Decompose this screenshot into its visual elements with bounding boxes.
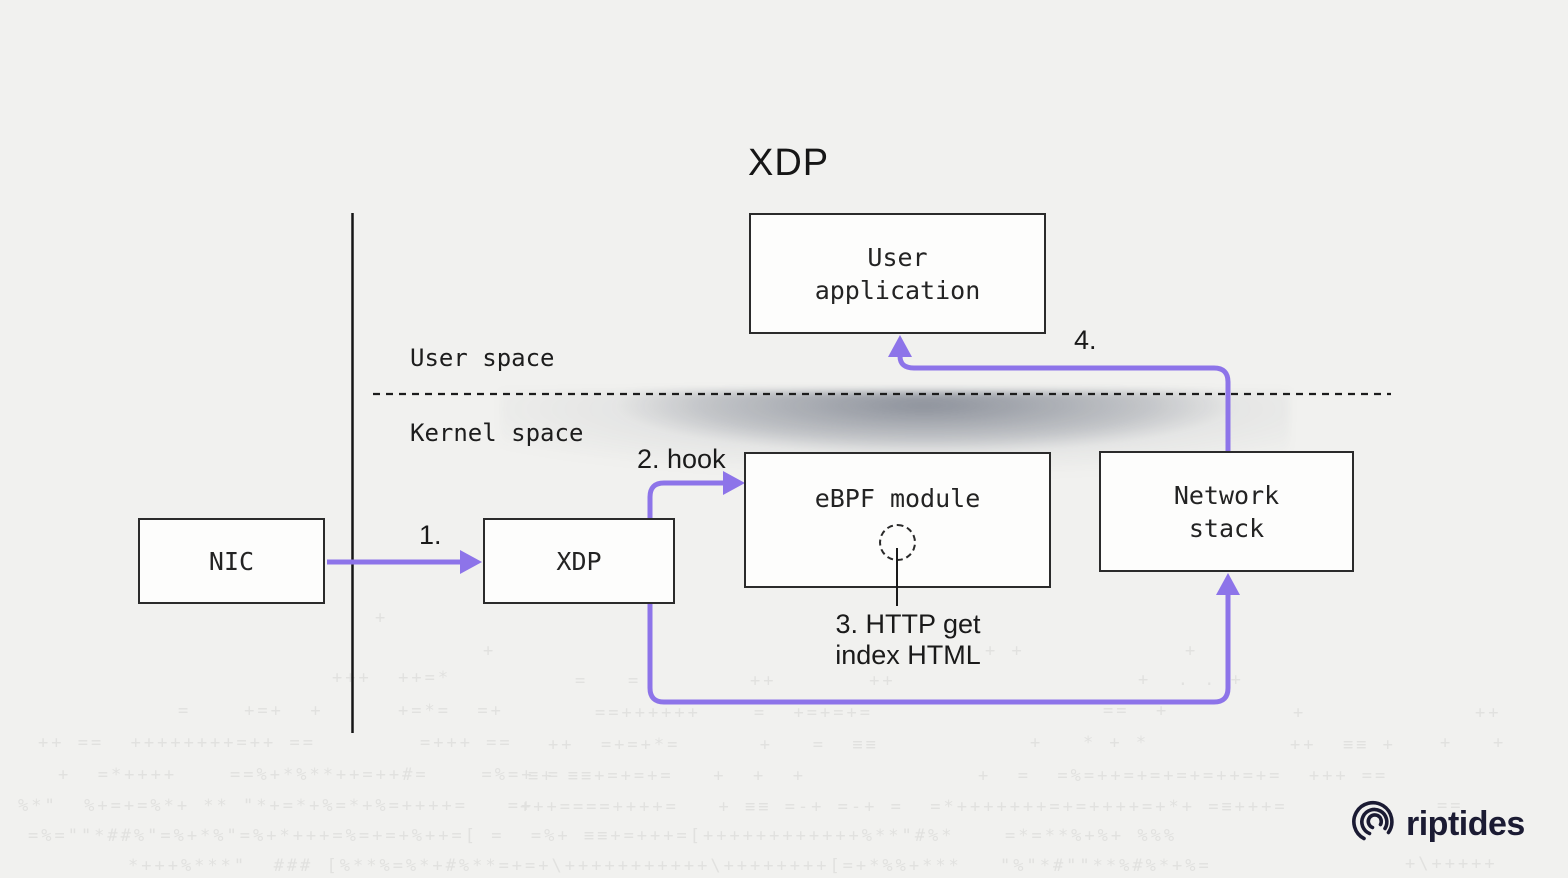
ascii-art-segment: + [375, 608, 389, 628]
ascii-art-segment: ≡+ ≡≡+=+=+= + + + [528, 766, 806, 786]
ascii-art-segment: = = [575, 671, 642, 691]
ebpf-hookpoint-stem-line [896, 548, 898, 606]
arrow-network-to-userapp [897, 355, 1231, 451]
step1-label: 1. [419, 520, 442, 550]
nic-box: NIC [138, 518, 325, 604]
riptides-logo-text: riptides [1406, 804, 1525, 843]
step3-line1: 3. HTTP get [835, 609, 981, 639]
ascii-art-segment: + [483, 641, 497, 661]
ascii-art-segment: + + [1440, 733, 1507, 753]
ascii-art-segment: + [1293, 703, 1307, 723]
ascii-art-segment: =+++ == [420, 733, 513, 753]
ascii-art-segment: +\+++++ [1405, 854, 1498, 874]
nic-box-label: NIC [208, 546, 255, 576]
ascii-art-segment: =%=""*##%"=%+*%"=%+*+++=%=+=+%++=[ = =%+… [28, 826, 955, 846]
ebpf-module-label: eBPF module [814, 484, 981, 513]
ascii-art-segment: ==++++++ = +=+=+= [595, 703, 873, 723]
arrowhead-into-userapp [888, 335, 912, 357]
arrowhead-into-network-stack [1216, 573, 1240, 595]
step2-hook-label: 2. hook [637, 444, 726, 474]
step4-label: 4. [1074, 325, 1097, 355]
ascii-art-segment: ++ ++ [750, 671, 896, 691]
ascii-art-segment: == [1437, 796, 1464, 816]
xdp-box: XDP [483, 518, 675, 604]
ascii-art-segment: + . . + [1138, 670, 1244, 690]
ascii-art-segment: ++ =+=+*= + = ≡≡ [548, 735, 879, 755]
ascii-art-segment: + * + * [1030, 733, 1150, 753]
ascii-art-segment: + = =%=++=+=+=+=++=+= +++ == [978, 766, 1389, 786]
user-application-label: User application [814, 242, 981, 305]
ascii-art-segment: +++ ++=* [332, 668, 452, 688]
network-stack-box: Network stack [1099, 451, 1354, 572]
ascii-art-segment: + + [985, 641, 1025, 661]
step3-http-label: 3. HTTP get index HTML [798, 609, 1018, 671]
ascii-art-segment: = +=+ + [178, 701, 324, 721]
ascii-art-segment: "%"*#""**%#%*+%= [1000, 856, 1212, 876]
xdp-box-label: XDP [556, 546, 602, 576]
ascii-art-segment: %*" %+=+=%*+ ** "*+=*+%=*+%=++++= =+ [18, 796, 535, 816]
step3-line2: index HTML [835, 640, 981, 670]
ascii-art-segment: ++ == ++++++++=++ == [38, 733, 316, 753]
arrowhead-into-ebpf [723, 471, 745, 495]
riptides-logo: riptides [1350, 800, 1525, 848]
ascii-art-segment: ++ ≡≡ + [1290, 735, 1396, 755]
ascii-art-segment: =*=**%+%+ %%% [1005, 826, 1178, 846]
page-title: XDP [748, 142, 830, 184]
ascii-art-segment: + =*++++ ==%+*%**++=++#= =%=+ = [58, 765, 561, 785]
user-application-box: User application [749, 213, 1046, 334]
arrow-xdp-to-ebpf-and-network [647, 480, 1231, 705]
ascii-art-segment: + [1185, 641, 1199, 661]
ascii-art-segment: +=*= =+ [398, 701, 504, 721]
kernel-space-label: Kernel space [410, 419, 584, 447]
ascii-art-segment: +++====++++= + ≡≡ =-+ =-+ = =*+++++++=+=… [520, 797, 1288, 817]
ascii-art-segment: ++ [1475, 703, 1502, 723]
ascii-art-segment: *+++%***" ### [%**%=%*+#%**=+=+\++++++++… [128, 856, 962, 876]
arrowhead-nic-to-xdp [460, 550, 482, 574]
network-stack-label: Network stack [1173, 480, 1280, 543]
user-space-label: User space [410, 344, 555, 372]
swirl-icon [1352, 800, 1394, 841]
ascii-art-segment: == + [1103, 701, 1170, 721]
